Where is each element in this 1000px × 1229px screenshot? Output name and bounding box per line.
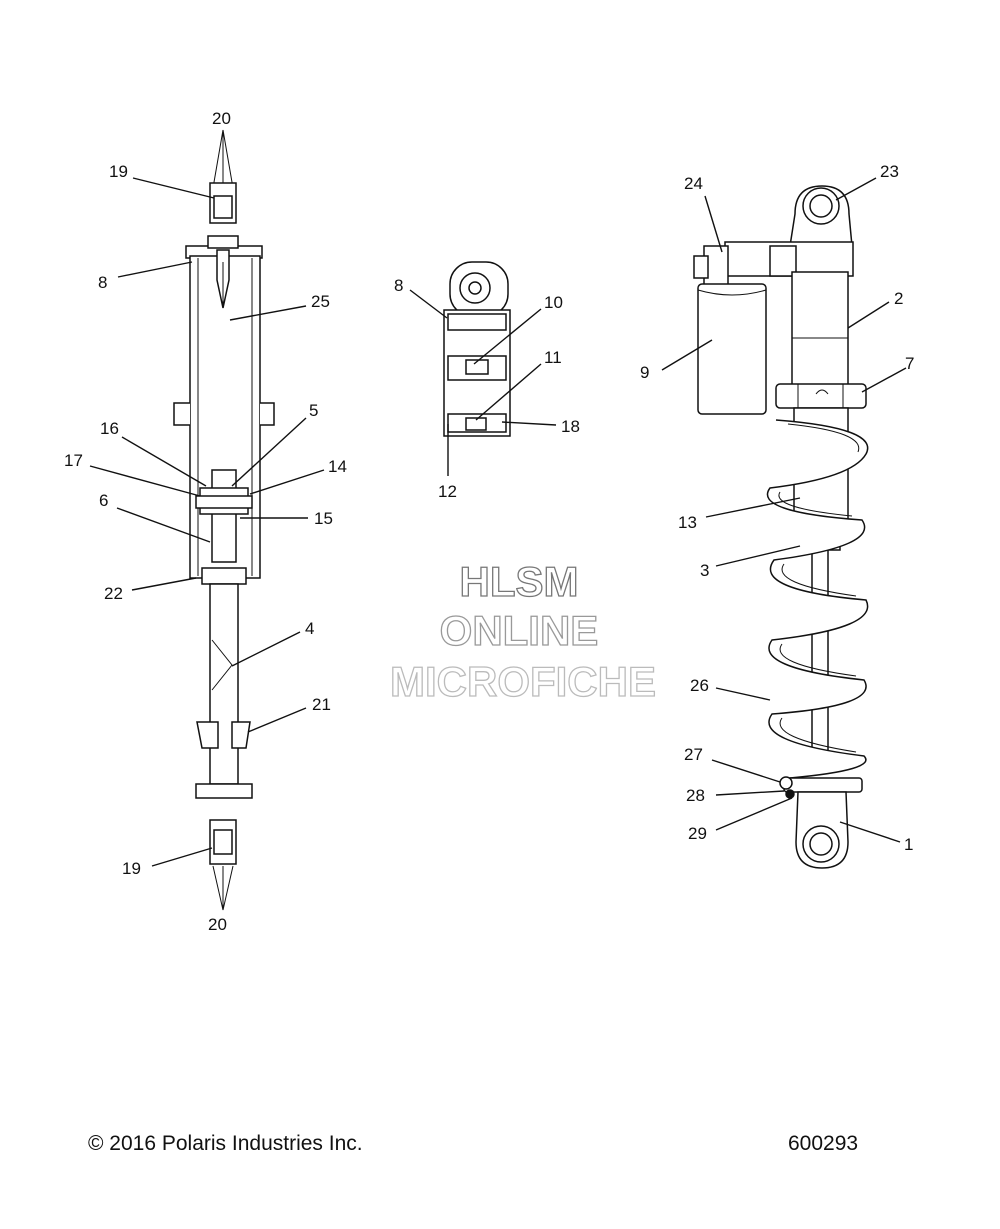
callout-2: 2 (894, 289, 903, 308)
leader-lines (89, 177, 907, 867)
callout-20-top: 20 (212, 109, 231, 128)
left-shock-cutaway (173, 129, 275, 911)
callout-19-bottom: 19 (122, 859, 141, 878)
callout-15: 15 (314, 509, 333, 528)
callout-18: 18 (561, 417, 580, 436)
callout-16: 16 (100, 419, 119, 438)
callout-6: 6 (99, 491, 108, 510)
callout-17: 17 (64, 451, 83, 470)
callout-25: 25 (311, 292, 330, 311)
callout-labels: 20 19 8 25 16 5 17 14 6 15 22 4 21 19 20… (64, 109, 914, 934)
callout-4: 4 (305, 619, 314, 638)
coil-spring (766, 419, 869, 779)
callout-19-top: 19 (109, 162, 128, 181)
callout-24: 24 (684, 174, 703, 193)
copyright-text: © 2016 Polaris Industries Inc. (88, 1132, 363, 1155)
callout-12: 12 (438, 482, 457, 501)
right-shock-assembled (693, 185, 869, 869)
figure-number: 600293 (788, 1132, 858, 1155)
callout-10: 10 (544, 293, 563, 312)
callout-5: 5 (309, 401, 318, 420)
callout-8-center: 8 (394, 276, 403, 295)
callout-20-bottom: 20 (208, 915, 227, 934)
callout-1: 1 (904, 835, 913, 854)
reservoir-detail (443, 261, 511, 437)
callout-28: 28 (686, 786, 705, 805)
watermark-line-1: HLSM (460, 558, 579, 605)
callout-23: 23 (880, 162, 899, 181)
callout-11: 11 (544, 348, 562, 367)
watermark: HLSM ONLINE MICROFICHE (389, 557, 656, 705)
callout-22: 22 (104, 584, 123, 603)
callout-21: 21 (312, 695, 331, 714)
watermark-line-3: MICROFICHE (390, 658, 656, 705)
callout-7: 7 (905, 354, 914, 373)
callout-9: 9 (640, 363, 649, 382)
callout-13: 13 (678, 513, 697, 532)
watermark-line-2: ONLINE (440, 607, 599, 654)
callout-26: 26 (690, 676, 709, 695)
callout-29: 29 (688, 824, 707, 843)
callout-8-left: 8 (98, 273, 107, 292)
callout-14: 14 (328, 457, 347, 476)
callout-27: 27 (684, 745, 703, 764)
callout-3: 3 (700, 561, 709, 580)
